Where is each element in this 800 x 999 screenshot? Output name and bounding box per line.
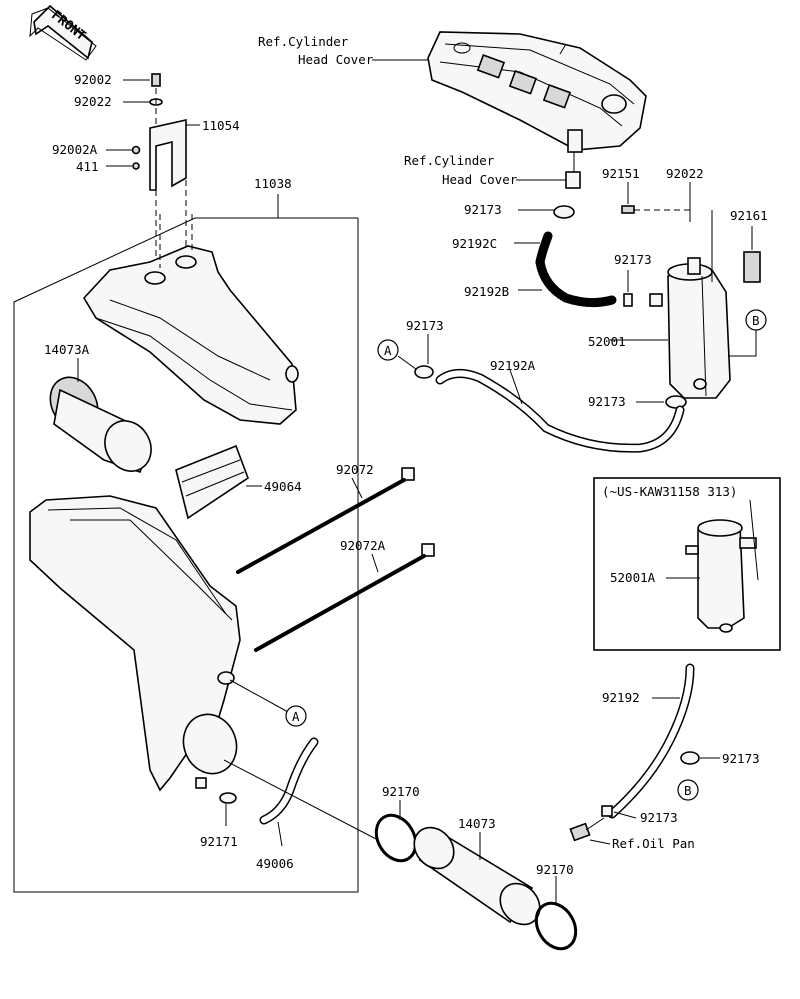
label-92192A: 92192A bbox=[490, 358, 536, 373]
variant-box-label: (~US-KAW31158 313) bbox=[602, 484, 737, 499]
filter-49064 bbox=[175, 444, 249, 520]
label-11038: 11038 bbox=[254, 176, 292, 191]
element-14073A bbox=[49, 376, 152, 474]
label-92161: 92161 bbox=[730, 208, 768, 223]
label-92022-b: 92022 bbox=[666, 166, 704, 181]
label-11054: 11054 bbox=[202, 118, 240, 133]
variant-box: (~US-KAW31158 313) 52001A bbox=[593, 477, 781, 651]
clamp-92173-c bbox=[414, 365, 434, 379]
label-ref-A-left: A bbox=[292, 709, 300, 724]
hose-92192A bbox=[435, 369, 685, 453]
label-14073: 14073 bbox=[458, 816, 496, 831]
label-92173-e: 92173 bbox=[722, 751, 760, 766]
label-411: 411 bbox=[76, 159, 99, 174]
label-ref-B-top: B bbox=[752, 313, 760, 328]
label-92173-d: 92173 bbox=[588, 394, 626, 409]
clamp-92173-e bbox=[680, 751, 700, 765]
label-92173-c: 92173 bbox=[406, 318, 444, 333]
hose-92192B bbox=[535, 257, 617, 308]
breather-tank-52001 bbox=[667, 257, 731, 399]
hose-92192 bbox=[607, 663, 695, 819]
clamp-92170-b bbox=[534, 901, 578, 951]
label-92072A: 92072A bbox=[340, 538, 386, 553]
clamp-92173-d bbox=[665, 395, 687, 409]
label-92002A: 92002A bbox=[52, 142, 98, 157]
label-52001: 52001 bbox=[588, 334, 626, 349]
cable-tie-92072A bbox=[254, 543, 435, 652]
front-arrow: FRONT bbox=[29, 4, 97, 61]
label-92192C: 92192C bbox=[452, 236, 497, 251]
label-ref-cyl-head-cover-1a: Ref.Cylinder bbox=[258, 34, 349, 49]
label-92170-b: 92170 bbox=[536, 862, 574, 877]
label-92173-b: 92173 bbox=[614, 252, 652, 267]
screw-92151 bbox=[621, 205, 690, 214]
label-92173-a: 92173 bbox=[464, 202, 502, 217]
ref-circle-B-bottom bbox=[677, 779, 699, 801]
label-ref-oil-pan: Ref.Oil Pan bbox=[612, 836, 695, 851]
breather-tank-52001A bbox=[685, 499, 759, 633]
label-ref-B-bottom: B bbox=[684, 783, 692, 798]
label-92072: 92072 bbox=[336, 462, 374, 477]
label-ref-cyl-head-cover-1b: Head Cover bbox=[298, 52, 374, 67]
label-92170-a: 92170 bbox=[382, 784, 420, 799]
clamp-92170-a bbox=[374, 813, 418, 863]
breather-fitting bbox=[565, 171, 581, 189]
clamp-92173-a bbox=[553, 205, 575, 219]
cap-92161 bbox=[743, 251, 761, 283]
ref-circle-B-top bbox=[745, 309, 767, 331]
label-92171: 92171 bbox=[200, 834, 238, 849]
assembly-frame bbox=[13, 217, 359, 893]
label-92002: 92002 bbox=[74, 72, 112, 87]
tube-49006 bbox=[259, 737, 319, 825]
label-92192: 92192 bbox=[602, 690, 640, 705]
label-ref-A-mid: A bbox=[384, 343, 392, 358]
label-52001A: 52001A bbox=[610, 570, 656, 585]
label-92173-f: 92173 bbox=[640, 810, 678, 825]
cable-tie-92072 bbox=[236, 467, 415, 574]
label-92151: 92151 bbox=[602, 166, 640, 181]
cylinder-head-cover bbox=[427, 31, 647, 153]
label-14073A: 14073A bbox=[44, 342, 90, 357]
duct-14073 bbox=[413, 826, 541, 926]
label-49006: 49006 bbox=[256, 856, 294, 871]
label-92022-a: 92022 bbox=[74, 94, 112, 109]
label-ref-cyl-head-cover-2b: Head Cover bbox=[442, 172, 518, 187]
ref-circle-A-mid bbox=[377, 339, 399, 361]
clamp-92173-b bbox=[623, 293, 663, 307]
label-ref-cyl-head-cover-2a: Ref.Cylinder bbox=[404, 153, 495, 168]
air-cleaner-cover bbox=[83, 245, 299, 425]
clamp-92171 bbox=[219, 792, 237, 804]
bracket-group bbox=[131, 73, 187, 191]
label-92192B: 92192B bbox=[464, 284, 509, 299]
oil-pan-fitting bbox=[569, 817, 605, 842]
air-cleaner-case bbox=[29, 495, 241, 792]
ref-circle-A-left bbox=[285, 705, 307, 727]
clamp-92173-f bbox=[601, 805, 613, 817]
label-49064: 49064 bbox=[264, 479, 302, 494]
